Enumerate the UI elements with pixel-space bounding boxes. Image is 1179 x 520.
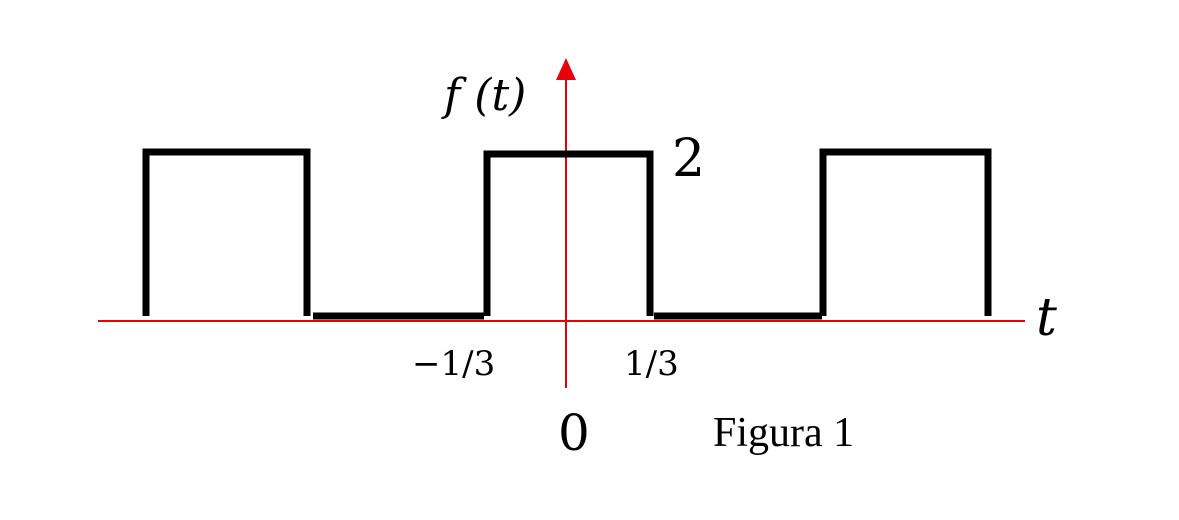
y-axis-arrow-icon bbox=[556, 58, 576, 80]
square-wave-signal bbox=[142, 148, 992, 320]
y-axis-label: f (t) bbox=[441, 70, 526, 121]
tick-label-positive: 1/3 bbox=[624, 344, 679, 384]
x-axis-label: t bbox=[1036, 288, 1057, 348]
origin-label: 0 bbox=[558, 404, 590, 462]
figure-caption: Figura 1 bbox=[713, 410, 854, 456]
tick-label-negative: −1/3 bbox=[412, 344, 495, 384]
amplitude-label: 2 bbox=[672, 129, 705, 189]
